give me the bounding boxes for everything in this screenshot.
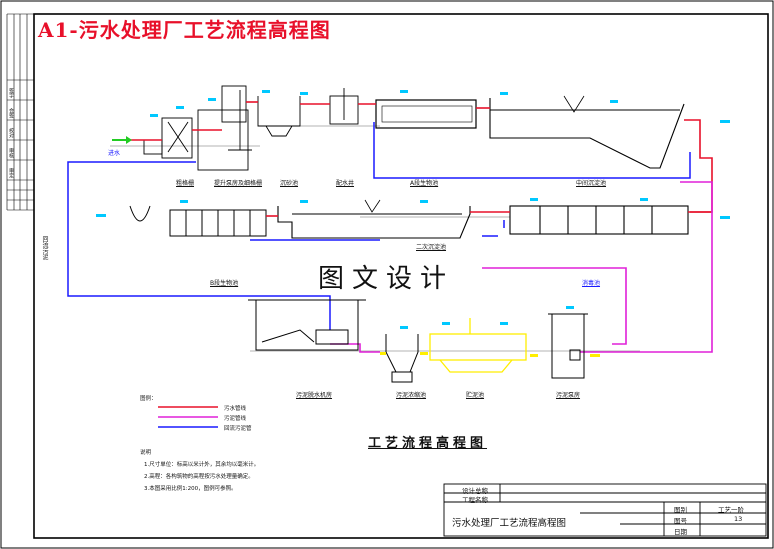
title-block xyxy=(443,483,767,537)
figure-label: 图别 xyxy=(674,506,687,514)
sludge-pump-house xyxy=(548,313,588,379)
pump-station xyxy=(197,85,252,171)
b-bio-tank xyxy=(129,205,267,237)
margin-strip xyxy=(6,13,34,211)
elevation-marks xyxy=(96,90,730,329)
unit-label: 污泥脱水机房 xyxy=(296,392,333,399)
sludge-storage xyxy=(429,318,527,373)
mid-clarifier xyxy=(489,95,685,169)
a-bio-tank xyxy=(375,99,477,129)
number-label: 图号 xyxy=(674,517,687,525)
legend-title: 图例： xyxy=(140,396,157,402)
return-label: 回流污泥 xyxy=(41,236,48,260)
note-line: 3.本图采用比例1:200，图例可参照。 xyxy=(144,486,237,492)
design-label: 设计总称 xyxy=(462,487,488,495)
inlet-label: 进水 xyxy=(108,150,121,157)
watermark-text: 图文设计 xyxy=(314,258,459,295)
diagram-subtitle: 工艺流程高程图 xyxy=(368,436,488,451)
notes-title: 说明 xyxy=(140,450,152,456)
legend-item: 回流污泥管 xyxy=(224,426,252,432)
margin-tag: 审定 xyxy=(8,168,14,178)
legend-item: 污泥管线 xyxy=(224,416,247,422)
ground-lines xyxy=(110,125,640,352)
legend-lines xyxy=(158,406,218,428)
unit-label: 沉砂池 xyxy=(280,180,299,187)
disinfection-tank xyxy=(509,205,689,235)
unit-label: B段生物池 xyxy=(210,280,239,287)
number-value: 13 xyxy=(734,515,743,523)
margin-tag: 审核 xyxy=(8,148,14,158)
drawing-name: 污水处理厂工艺流程高程图 xyxy=(452,518,567,529)
sewage-line-row2 xyxy=(266,211,712,217)
figure-value: 工艺一阶 xyxy=(718,506,744,514)
return-line-row1 xyxy=(67,122,691,330)
unit-label: 中间沉淀池 xyxy=(576,180,607,187)
unit-label: 提升泵房及细格栅 xyxy=(214,180,263,187)
pump-marks xyxy=(380,352,600,357)
unit-label: 消毒池 xyxy=(582,280,601,287)
margin-tag: 签字 xyxy=(8,88,14,98)
margin-tag: 会签 xyxy=(8,108,14,118)
note-line: 1.尺寸单位：标高以米计外，其余均以毫米计。 xyxy=(144,462,260,468)
project-label: 工程名称 xyxy=(462,496,488,504)
margin-tag: 校对 xyxy=(8,128,14,138)
inlet-arrow xyxy=(112,136,132,144)
secondary-clarifier xyxy=(277,199,471,239)
sludge-thickener xyxy=(385,334,419,383)
unit-label: A段生物池 xyxy=(410,180,439,187)
coarse-screen xyxy=(143,117,193,159)
return-line-row2 xyxy=(482,220,505,237)
unit-label: 二次沉淀池 xyxy=(416,244,447,251)
unit-label: 贮泥池 xyxy=(466,392,485,399)
unit-label: 污泥浓缩池 xyxy=(396,392,427,399)
sewage-line-row1 xyxy=(128,101,713,213)
grit-chamber xyxy=(257,96,301,137)
legend-item: 污水管线 xyxy=(224,406,247,412)
unit-label: 配水井 xyxy=(336,180,355,187)
note-line: 2.高程：各构筑物的高程按污水处理量确定。 xyxy=(144,474,254,480)
date-label: 日期 xyxy=(674,528,687,536)
distribution-well xyxy=(329,88,359,125)
drawing-title: A1-污水处理厂工艺流程高程图 xyxy=(38,18,331,42)
inner-frame xyxy=(33,13,769,539)
unit-label: 粗格栅 xyxy=(176,180,195,187)
unit-label: 污泥泵房 xyxy=(556,392,581,399)
dewatering-house xyxy=(248,299,366,351)
